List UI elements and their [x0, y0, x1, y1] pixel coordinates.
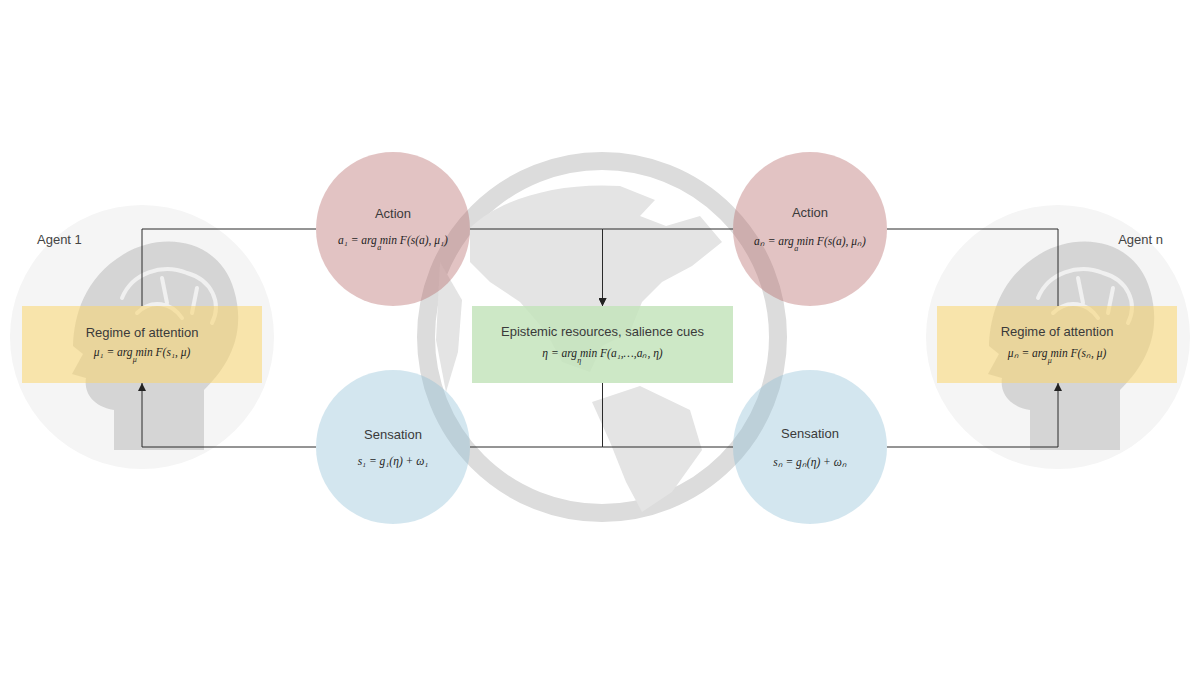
box-fill [22, 306, 262, 383]
epistemic-box: Epistemic resources, salience cues η = ar… [472, 306, 733, 383]
circle-fill [316, 370, 470, 524]
formula: aₙ = arg min F(s(a), μₙ) [754, 233, 866, 248]
formula: sₙ = gₙ(η) + ωₙ [773, 454, 847, 469]
sensation-circle: Sensation sₙ = gₙ(η) + ωₙ [733, 370, 887, 524]
continent [592, 386, 702, 512]
connector [887, 229, 1058, 306]
connector [470, 229, 603, 306]
circle-fill [316, 152, 470, 306]
node-heading: Regime of attention [86, 325, 199, 340]
connector [603, 229, 734, 306]
agent-label: Agent n [1118, 232, 1163, 247]
connector [142, 229, 316, 306]
box-shape [937, 306, 1177, 383]
node-heading: Epistemic resources, salience cues [501, 324, 704, 339]
circle-shape [316, 152, 470, 306]
connector [887, 383, 1058, 447]
formula: s₁ = g₁(η) + ω₁ [358, 455, 429, 467]
circle-fill [733, 370, 887, 524]
connector [470, 383, 603, 447]
formula: μ₁ = arg min F(s₁, μ) [94, 346, 191, 358]
box-fill [472, 306, 733, 383]
attention-box: Regime of attention μ₁ = arg min F(s₁, μ)… [22, 306, 262, 383]
circle-shape [316, 370, 470, 524]
box-shape [472, 306, 733, 383]
formula-subscript: a [794, 244, 798, 253]
formula: η = arg min F(a₁,…,aₙ, η) [542, 345, 662, 360]
formula: μₙ = arg min F(sₙ, μ) [1008, 345, 1107, 360]
formula: a₁ = arg min F(s(a), μ₁) [338, 234, 448, 246]
connector [603, 383, 734, 447]
node-heading: Regime of attention [1001, 324, 1114, 339]
agent-label: Agent 1 [37, 232, 82, 247]
globe-watermark [426, 161, 778, 513]
node-heading: Sensation [781, 426, 839, 441]
box-shape [22, 306, 262, 383]
formula-subscript: μ [133, 355, 137, 364]
action-circle: Action a₁ = arg min F(s(a), μ₁)a [316, 152, 470, 306]
globe-ring [426, 161, 778, 513]
circle-shape [733, 152, 887, 306]
formula-subscript: a [377, 243, 381, 252]
box-fill [937, 306, 1177, 383]
circle-fill [733, 152, 887, 306]
attention-box: Regime of attention μₙ = arg min F(sₙ, μ)… [937, 306, 1177, 383]
node-heading: Action [792, 205, 828, 220]
node-heading: Sensation [364, 427, 422, 442]
formula-subscript: μ [1048, 356, 1052, 365]
circle-shape [733, 370, 887, 524]
connector [142, 383, 316, 447]
sensation-circle: Sensation s₁ = g₁(η) + ω₁ [316, 370, 470, 524]
node-heading: Action [375, 206, 411, 221]
formula-subscript: η [577, 356, 581, 365]
island [586, 186, 616, 210]
action-circle: Action aₙ = arg min F(s(a), μₙ)a [733, 152, 887, 306]
